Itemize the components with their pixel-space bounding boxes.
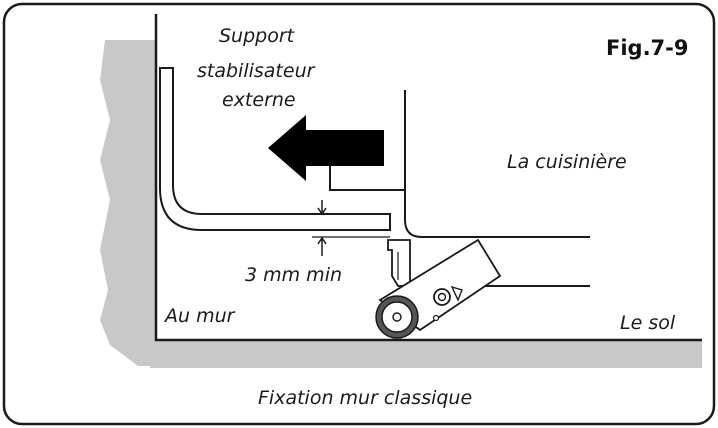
floor-label: Le sol (620, 312, 676, 334)
wall-label: Au mur (165, 305, 235, 327)
gap-label: 3 mm min (245, 264, 343, 286)
push-arrow-icon (268, 115, 384, 181)
hook-bracket (387, 239, 411, 287)
roller-axle (392, 312, 402, 322)
gap-arrowhead-bottom (317, 236, 327, 245)
cooker-base (404, 190, 590, 238)
stabiliser-bracket (159, 67, 391, 231)
gap-arrowhead-top (317, 207, 327, 216)
caption: Fixation mur classique (258, 387, 473, 409)
support-label-line2: stabilisateur (197, 60, 315, 82)
figure-label: Fig.7-9 (606, 36, 689, 60)
arm-pin (432, 314, 440, 322)
adjuster-knob-center (437, 292, 447, 302)
support-label-line1: Support (219, 25, 295, 47)
support-label-line3: externe (222, 89, 296, 111)
cooker-body (329, 90, 406, 191)
floor-shading (150, 340, 702, 368)
cooker-label: La cuisinière (507, 151, 627, 173)
adjuster-tab (450, 285, 463, 302)
